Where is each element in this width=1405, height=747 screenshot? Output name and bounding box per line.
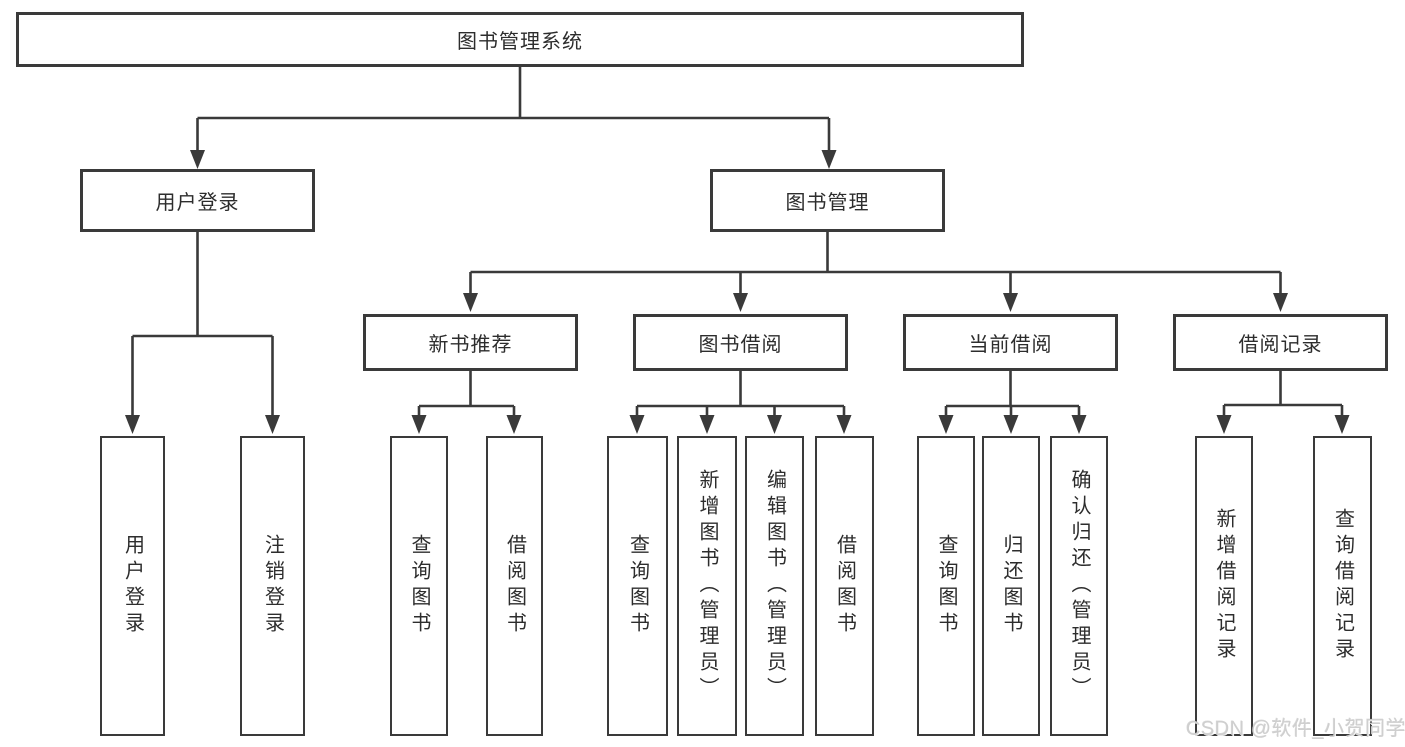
node-label: 查询借阅记录 bbox=[1331, 508, 1354, 664]
node-br-add-borrow-record: 新增借阅记录 bbox=[1195, 436, 1253, 736]
node-current-borrowing: 当前借阅 bbox=[903, 314, 1118, 371]
node-cb-confirm-return-admin: 确认归还（管理员） bbox=[1050, 436, 1108, 736]
node-label: 图书管理 bbox=[785, 192, 870, 214]
node-user-login-leaf: 用户登录 bbox=[100, 436, 165, 736]
connector-book-borrowing bbox=[629, 371, 852, 434]
node-bb-add-book-admin: 新增图书（管理员） bbox=[677, 436, 737, 736]
node-label: 借阅图书 bbox=[833, 534, 856, 638]
node-borrowing-records: 借阅记录 bbox=[1173, 314, 1388, 371]
node-label: 查询图书 bbox=[626, 534, 649, 638]
node-new-book-recommendation: 新书推荐 bbox=[363, 314, 578, 371]
node-label: 借阅记录 bbox=[1238, 334, 1323, 356]
node-bb-edit-book-admin: 编辑图书（管理员） bbox=[745, 436, 804, 736]
node-label: 注销登录 bbox=[261, 534, 284, 638]
node-book-management-branch: 图书管理 bbox=[710, 169, 945, 232]
node-label: 确认归还（管理员） bbox=[1068, 469, 1090, 703]
node-label: 查询图书 bbox=[935, 534, 957, 638]
node-cb-query-books: 查询图书 bbox=[917, 436, 975, 736]
node-nbr-borrow-books: 借阅图书 bbox=[486, 436, 543, 736]
node-bb-query-books: 查询图书 bbox=[607, 436, 668, 736]
node-label: 当前借阅 bbox=[968, 334, 1053, 356]
watermark-text: CSDN @软件_小贺同学 bbox=[1186, 718, 1405, 740]
node-label: 编辑图书（管理员） bbox=[763, 469, 786, 703]
node-label: 用户登录 bbox=[121, 534, 144, 638]
node-label: 查询图书 bbox=[408, 534, 430, 638]
connector-root-to-level2 bbox=[190, 67, 837, 169]
connector-current-borrowing bbox=[938, 371, 1087, 434]
node-nbr-query-books: 查询图书 bbox=[390, 436, 448, 736]
connector-user-login bbox=[125, 232, 280, 434]
node-label: 新书推荐 bbox=[428, 334, 513, 356]
node-cb-return-books: 归还图书 bbox=[982, 436, 1040, 736]
connector-book-management bbox=[463, 232, 1288, 312]
node-book-borrowing: 图书借阅 bbox=[633, 314, 848, 371]
connector-new-book-recommendation bbox=[411, 371, 522, 434]
connector-borrowing-records bbox=[1216, 371, 1350, 434]
node-book-management-system: 图书管理系统 bbox=[16, 12, 1024, 67]
node-label: 图书借阅 bbox=[698, 334, 783, 356]
node-bb-borrow-books: 借阅图书 bbox=[815, 436, 874, 736]
node-label: 借阅图书 bbox=[503, 534, 526, 638]
node-label: 新增借阅记录 bbox=[1213, 508, 1235, 664]
node-br-query-borrow-record: 查询借阅记录 bbox=[1313, 436, 1372, 736]
node-label: 新增图书（管理员） bbox=[696, 469, 718, 703]
node-label: 图书管理系统 bbox=[457, 31, 583, 53]
node-label: 用户登录 bbox=[155, 192, 240, 214]
node-label: 归还图书 bbox=[1000, 534, 1022, 638]
node-logout-leaf: 注销登录 bbox=[240, 436, 305, 736]
node-user-login-branch: 用户登录 bbox=[80, 169, 315, 232]
